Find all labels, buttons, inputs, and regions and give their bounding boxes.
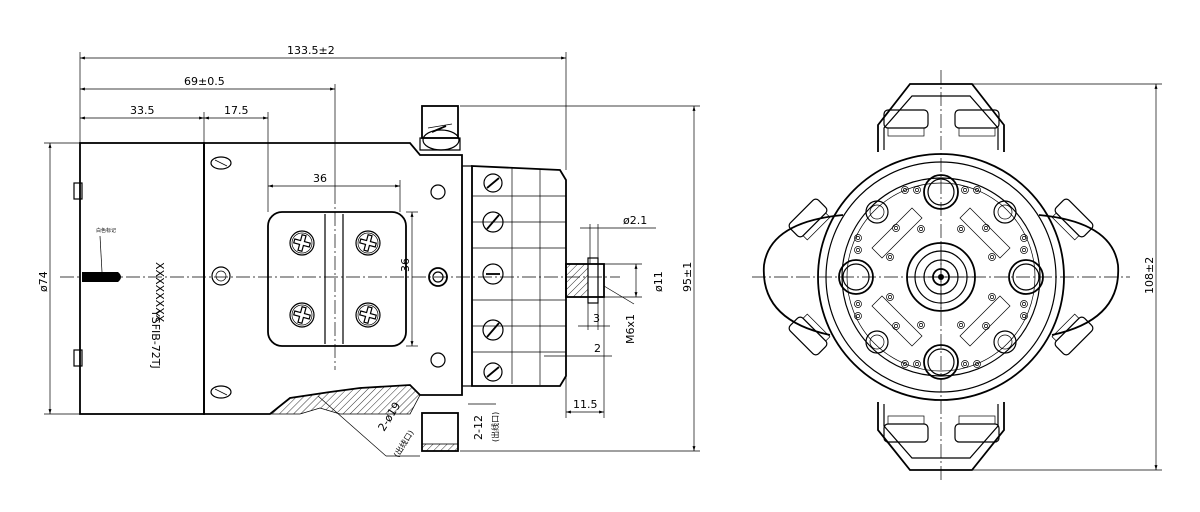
body-label-model: YSFIB-72TJ xyxy=(149,309,162,369)
dim-width-36: 36 xyxy=(313,172,327,185)
contact-strips xyxy=(871,207,1011,347)
dim-thread: M6x1 xyxy=(624,314,637,344)
side-view: 108±2 xyxy=(752,70,1162,480)
dim-pin-diameter: ø2.1 xyxy=(623,214,647,227)
dim-depth-3: 3 xyxy=(593,312,600,325)
outlet-label-12-sub: (出线口) xyxy=(490,412,500,442)
marker-key xyxy=(82,272,121,282)
dim-length-69: 69±0.5 xyxy=(184,75,225,88)
dim-depth-2: 2 xyxy=(594,342,601,355)
outlet-label-12: 2-12 xyxy=(472,415,485,440)
connector-body xyxy=(471,165,567,387)
bottom-bracket xyxy=(877,402,1005,471)
gland-top-left xyxy=(883,109,929,137)
body-label-serial: XXXXXXXX xyxy=(153,262,166,323)
dim-boss-diameter: ø11 xyxy=(652,271,665,292)
front-housing xyxy=(203,142,463,415)
terminal-bottom xyxy=(923,344,959,380)
front-view: 133.5±2 69±0.5 33.5 17.5 36 36 ø74 95±1 xyxy=(37,44,700,459)
gland-bottom-right xyxy=(954,415,1000,443)
flange-plate xyxy=(267,211,407,347)
gland-top-right xyxy=(954,109,1000,137)
gland-diag-br xyxy=(1051,313,1094,356)
dim-height-108: 108±2 xyxy=(1143,257,1156,294)
marker-note: 白色标记 xyxy=(96,227,116,234)
connector-screws xyxy=(482,173,504,382)
dim-diameter-74: ø74 xyxy=(37,271,50,292)
terminal-top xyxy=(923,174,959,210)
outlet-label-19-sub: (出线口) xyxy=(391,428,416,459)
terminal-left xyxy=(838,259,874,295)
gland-diag-tr xyxy=(1051,198,1094,241)
gland-diag-tl xyxy=(788,198,831,241)
dim-offset-11-5: 11.5 xyxy=(573,398,598,411)
dim-length-33: 33.5 xyxy=(130,104,155,117)
terminal-right xyxy=(1008,259,1044,295)
dim-length-17: 17.5 xyxy=(224,104,249,117)
dim-overall-length: 133.5±2 xyxy=(287,44,335,57)
gland-diag-bl xyxy=(788,313,831,356)
outer-flange xyxy=(817,153,1065,401)
dim-height-36: 36 xyxy=(399,258,412,272)
connector-fins xyxy=(472,168,566,385)
top-bracket xyxy=(877,83,1005,152)
dim-height-95: 95±1 xyxy=(681,262,694,292)
gland-bottom-left xyxy=(883,415,929,443)
